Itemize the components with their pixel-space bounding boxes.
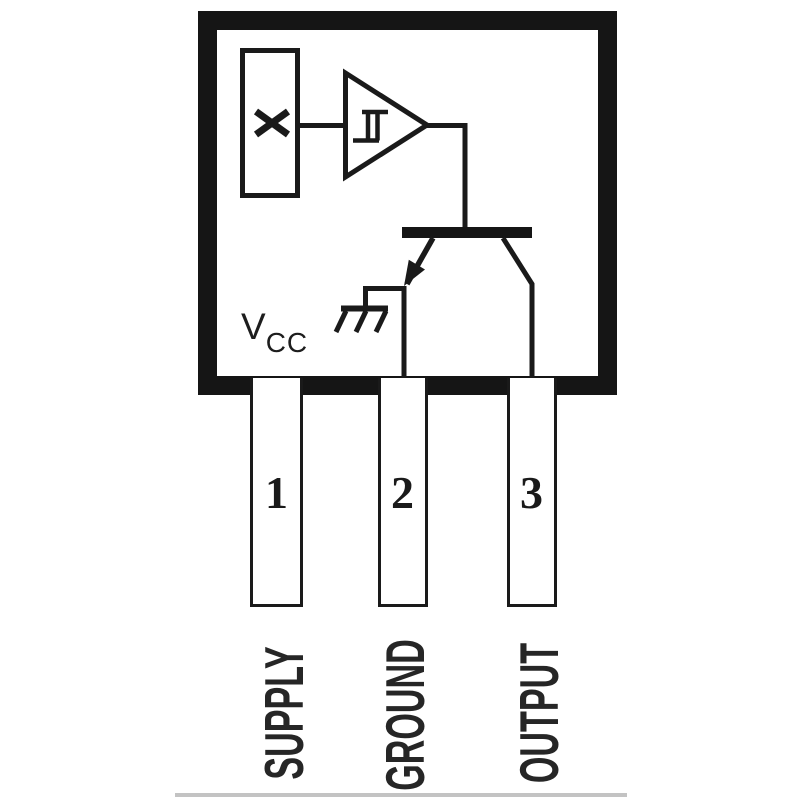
pin-3-number: 3 bbox=[520, 467, 543, 518]
transistor-base-bar bbox=[402, 227, 532, 238]
vcc-label-main: V bbox=[241, 306, 266, 347]
pin-1-function-label: SUPPLY bbox=[253, 646, 315, 780]
vcc-label-subscript: CC bbox=[265, 327, 309, 358]
vcc-label: VCC bbox=[241, 306, 308, 358]
hysteresis-icon bbox=[353, 109, 388, 143]
pin-2-function-label: GROUND bbox=[374, 639, 436, 791]
ground-icon bbox=[333, 286, 404, 334]
npn-transistor-icon bbox=[401, 227, 535, 383]
pin-3-lead bbox=[507, 378, 557, 607]
x-cross-icon bbox=[253, 108, 291, 138]
transistor-collector bbox=[500, 236, 535, 383]
pin-1-lead bbox=[250, 378, 303, 607]
schmitt-trigger-amplifier-icon bbox=[343, 68, 432, 182]
pin-2-lead bbox=[378, 378, 428, 607]
hall-element-icon bbox=[240, 48, 300, 198]
pin-3-function-label: OUTPUT bbox=[508, 642, 570, 784]
wire-amp-to-base bbox=[425, 123, 468, 228]
pin-2-number: 2 bbox=[391, 467, 414, 518]
emitter-arrow-icon bbox=[404, 259, 425, 286]
photo-bottom-edge bbox=[175, 793, 627, 797]
pin-1-number: 1 bbox=[265, 467, 288, 518]
